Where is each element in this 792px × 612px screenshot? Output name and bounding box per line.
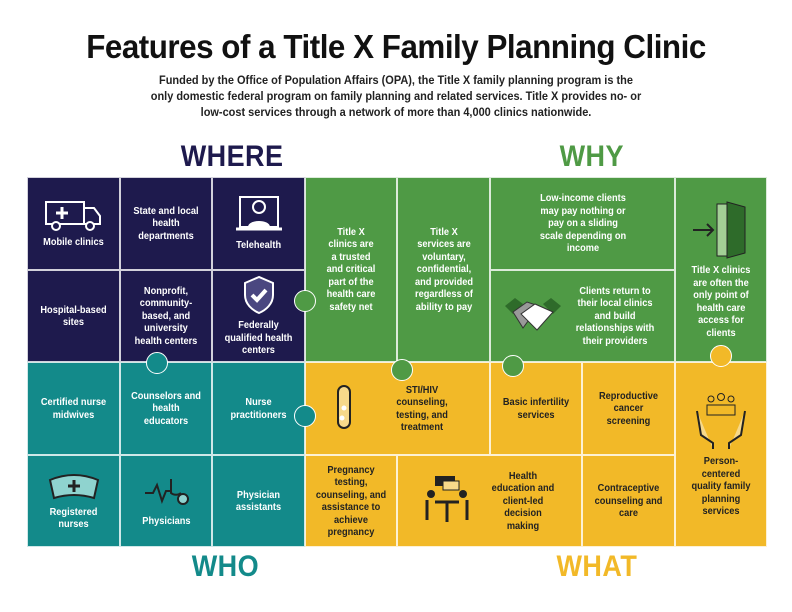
puzzle-knob [146, 352, 168, 374]
puzzle-knob [391, 359, 413, 381]
cell-label: Federally qualified health centers [224, 319, 293, 357]
page-title: Features of a Title X Family Planning Cl… [86, 28, 706, 65]
puzzle-knob [502, 355, 524, 377]
who-physicians: Physicians [120, 455, 212, 547]
stethoscope-icon [145, 478, 189, 505]
puzzle-knob [710, 345, 732, 367]
cell-label: Physician assistants [235, 488, 282, 514]
cell-label: Person-centered quality family planning … [691, 455, 751, 518]
what-health-education: Health education and client-led decision… [397, 455, 582, 547]
what-infertility: Basic infertility services [490, 362, 582, 455]
test-tube-icon [336, 384, 351, 429]
why-heading: WHY [559, 140, 624, 173]
what-cancer-screening: Reproductive cancer screening [582, 362, 675, 455]
cell-label: Physicians [141, 514, 191, 527]
cell-label: Health education and client-led decision… [491, 469, 554, 532]
why-sliding-scale: Low-income clients may pay nothing or pa… [490, 177, 675, 270]
puzzle-knob [294, 405, 316, 427]
cell-label: Title X clinics are a trusted and critic… [326, 225, 376, 313]
cell-label: Clients return to their local clinics an… [575, 284, 654, 347]
door-enter-icon [693, 201, 746, 259]
cell-label: Reproductive cancer screening [598, 389, 659, 427]
who-midwives: Certified nurse midwives [27, 362, 120, 455]
conversation-table-icon [425, 476, 468, 522]
what-person-centered: Person-centered quality family planning … [675, 362, 767, 547]
cell-label: Title X clinics are often the only point… [691, 264, 751, 339]
cell-label: Pregnancy testing, counseling, and assis… [315, 463, 387, 539]
where-fqhc: Federally qualified health centers [212, 270, 305, 362]
cell-label: Registered nurses [49, 505, 98, 531]
why-trusted: Title X clinics are a trusted and critic… [305, 177, 397, 362]
where-telehealth: Telehealth [212, 177, 305, 270]
cell-label: State and local health departments [133, 204, 199, 242]
cell-label: Counselors and health educators [131, 389, 201, 427]
handshake-icon [504, 298, 561, 331]
where-mobile-clinics: Mobile clinics [27, 177, 120, 270]
cell-label: Mobile clinics [43, 236, 104, 249]
who-heading: WHO [191, 550, 260, 583]
telehealth-doctor-icon [235, 196, 282, 231]
ambulance-icon [44, 201, 101, 232]
why-only-access: Title X clinics are often the only point… [675, 177, 767, 362]
cell-label: Hospital-based sites [40, 303, 107, 329]
hands-people-icon [696, 393, 746, 450]
who-registered-nurses: Registered nurses [27, 455, 120, 547]
puzzle-knob [294, 290, 316, 312]
cell-label: Low-income clients may pay nothing or pa… [539, 192, 626, 255]
where-heading: WHERE [180, 140, 284, 173]
nurse-cap-icon [48, 473, 99, 499]
cell-label: Basic infertility services [502, 396, 570, 421]
cell-label: Telehealth [235, 239, 282, 252]
who-counselors: Counselors and health educators [120, 362, 212, 455]
cell-label: Title X services are voluntary, confiden… [414, 225, 473, 313]
who-nurse-practitioners: Nurse practitioners [212, 362, 305, 455]
shield-check-icon [243, 276, 274, 315]
cell-label: Contraceptive counseling and care [594, 482, 663, 520]
subtitle: Funded by the Office of Population Affai… [150, 73, 642, 119]
what-heading: WHAT [556, 550, 638, 583]
who-physician-assistants: Physician assistants [212, 455, 305, 547]
what-pregnancy: Pregnancy testing, counseling, and assis… [305, 455, 397, 547]
cell-label: Nurse practitioners [230, 396, 287, 421]
why-relationships: Clients return to their local clinics an… [490, 270, 675, 362]
cell-label: Nonprofit, community-based, and universi… [134, 284, 198, 347]
what-contraceptive: Contraceptive counseling and care [582, 455, 675, 547]
where-state-local: State and local health departments [120, 177, 212, 270]
where-hospital: Hospital-based sites [27, 270, 120, 362]
where-nonprofit: Nonprofit, community-based, and universi… [120, 270, 212, 362]
cell-label: Certified nurse midwives [40, 396, 107, 421]
cell-label: STI/HIV counseling, testing, and treatme… [395, 383, 448, 434]
why-voluntary: Title X services are voluntary, confiden… [397, 177, 490, 362]
